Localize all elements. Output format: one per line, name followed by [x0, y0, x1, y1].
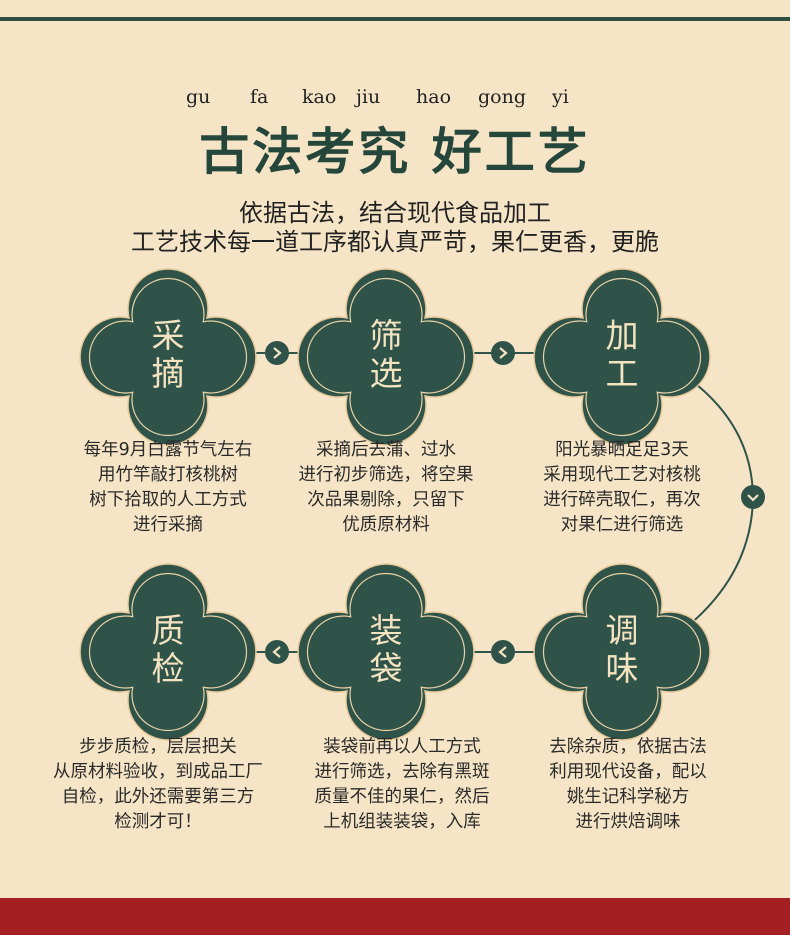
step-name: 加工 [605, 316, 639, 393]
pinyin: gong [478, 86, 527, 108]
pinyin: gu [186, 86, 211, 108]
step-quatrefoil [79, 563, 257, 741]
quatrefoil-inner-border [306, 572, 466, 732]
step-description: 步步质检，层层把关从原材料验收，到成品工厂自检，此外还需要第三方检测才可！ [53, 737, 263, 832]
bottom-band [0, 898, 790, 935]
chevron-right-icon [265, 341, 289, 365]
step-quatrefoil [79, 268, 257, 446]
step-quatrefoil [533, 563, 711, 741]
step-name: 采摘 [151, 316, 185, 393]
subtitle-line: 工艺技术每一道工序都认真严苛，果仁更香，更脆 [131, 228, 659, 256]
step-description: 阳光暴晒足足3天采用现代工艺对核桃进行碎壳取仁，再次对果仁进行筛选 [543, 440, 701, 535]
step-description: 装袋前再以人工方式进行筛选，去除有黑斑质量不佳的果仁，然后上机组装装袋，入库 [314, 737, 490, 832]
pinyin: fa [250, 86, 269, 108]
pinyin: jiu [356, 86, 381, 108]
page-title: 古法考究 好工艺 [199, 122, 591, 181]
quatrefoil-inner-border [88, 277, 248, 437]
step-name: 装袋 [369, 611, 403, 688]
quatrefoil-inner-border [542, 572, 702, 732]
step-quatrefoil [297, 268, 475, 446]
subtitle-line: 依据古法，结合现代食品加工 [239, 199, 551, 227]
chevron-right-icon [491, 341, 515, 365]
chevron-left-icon [265, 640, 289, 664]
pinyin: yi [552, 86, 569, 108]
chevron-left-icon [491, 640, 515, 664]
quatrefoil-inner-border [542, 277, 702, 437]
step-quatrefoil [297, 563, 475, 741]
pinyin: kao [302, 86, 337, 108]
pinyin: hao [416, 86, 452, 108]
step-quatrefoil [533, 268, 711, 446]
step-description: 去除杂质，依据古法利用现代设备，配以姚生记科学秘方进行烘焙调味 [549, 737, 707, 832]
step-description: 采摘后去蒲、过水进行初步筛选，将空果次品果剔除，只留下优质原材料 [298, 440, 474, 535]
chevron-down-icon [741, 485, 765, 509]
step-description: 每年9月白露节气左右用竹竿敲打核桃树树下拾取的人工方式进行采摘 [83, 440, 253, 535]
top-divider [0, 17, 790, 21]
step-name: 调味 [605, 611, 639, 688]
quatrefoil-inner-border [306, 277, 466, 437]
step-name: 筛选 [369, 316, 403, 393]
quatrefoil-inner-border [88, 572, 248, 732]
step-name: 质检 [151, 611, 185, 688]
